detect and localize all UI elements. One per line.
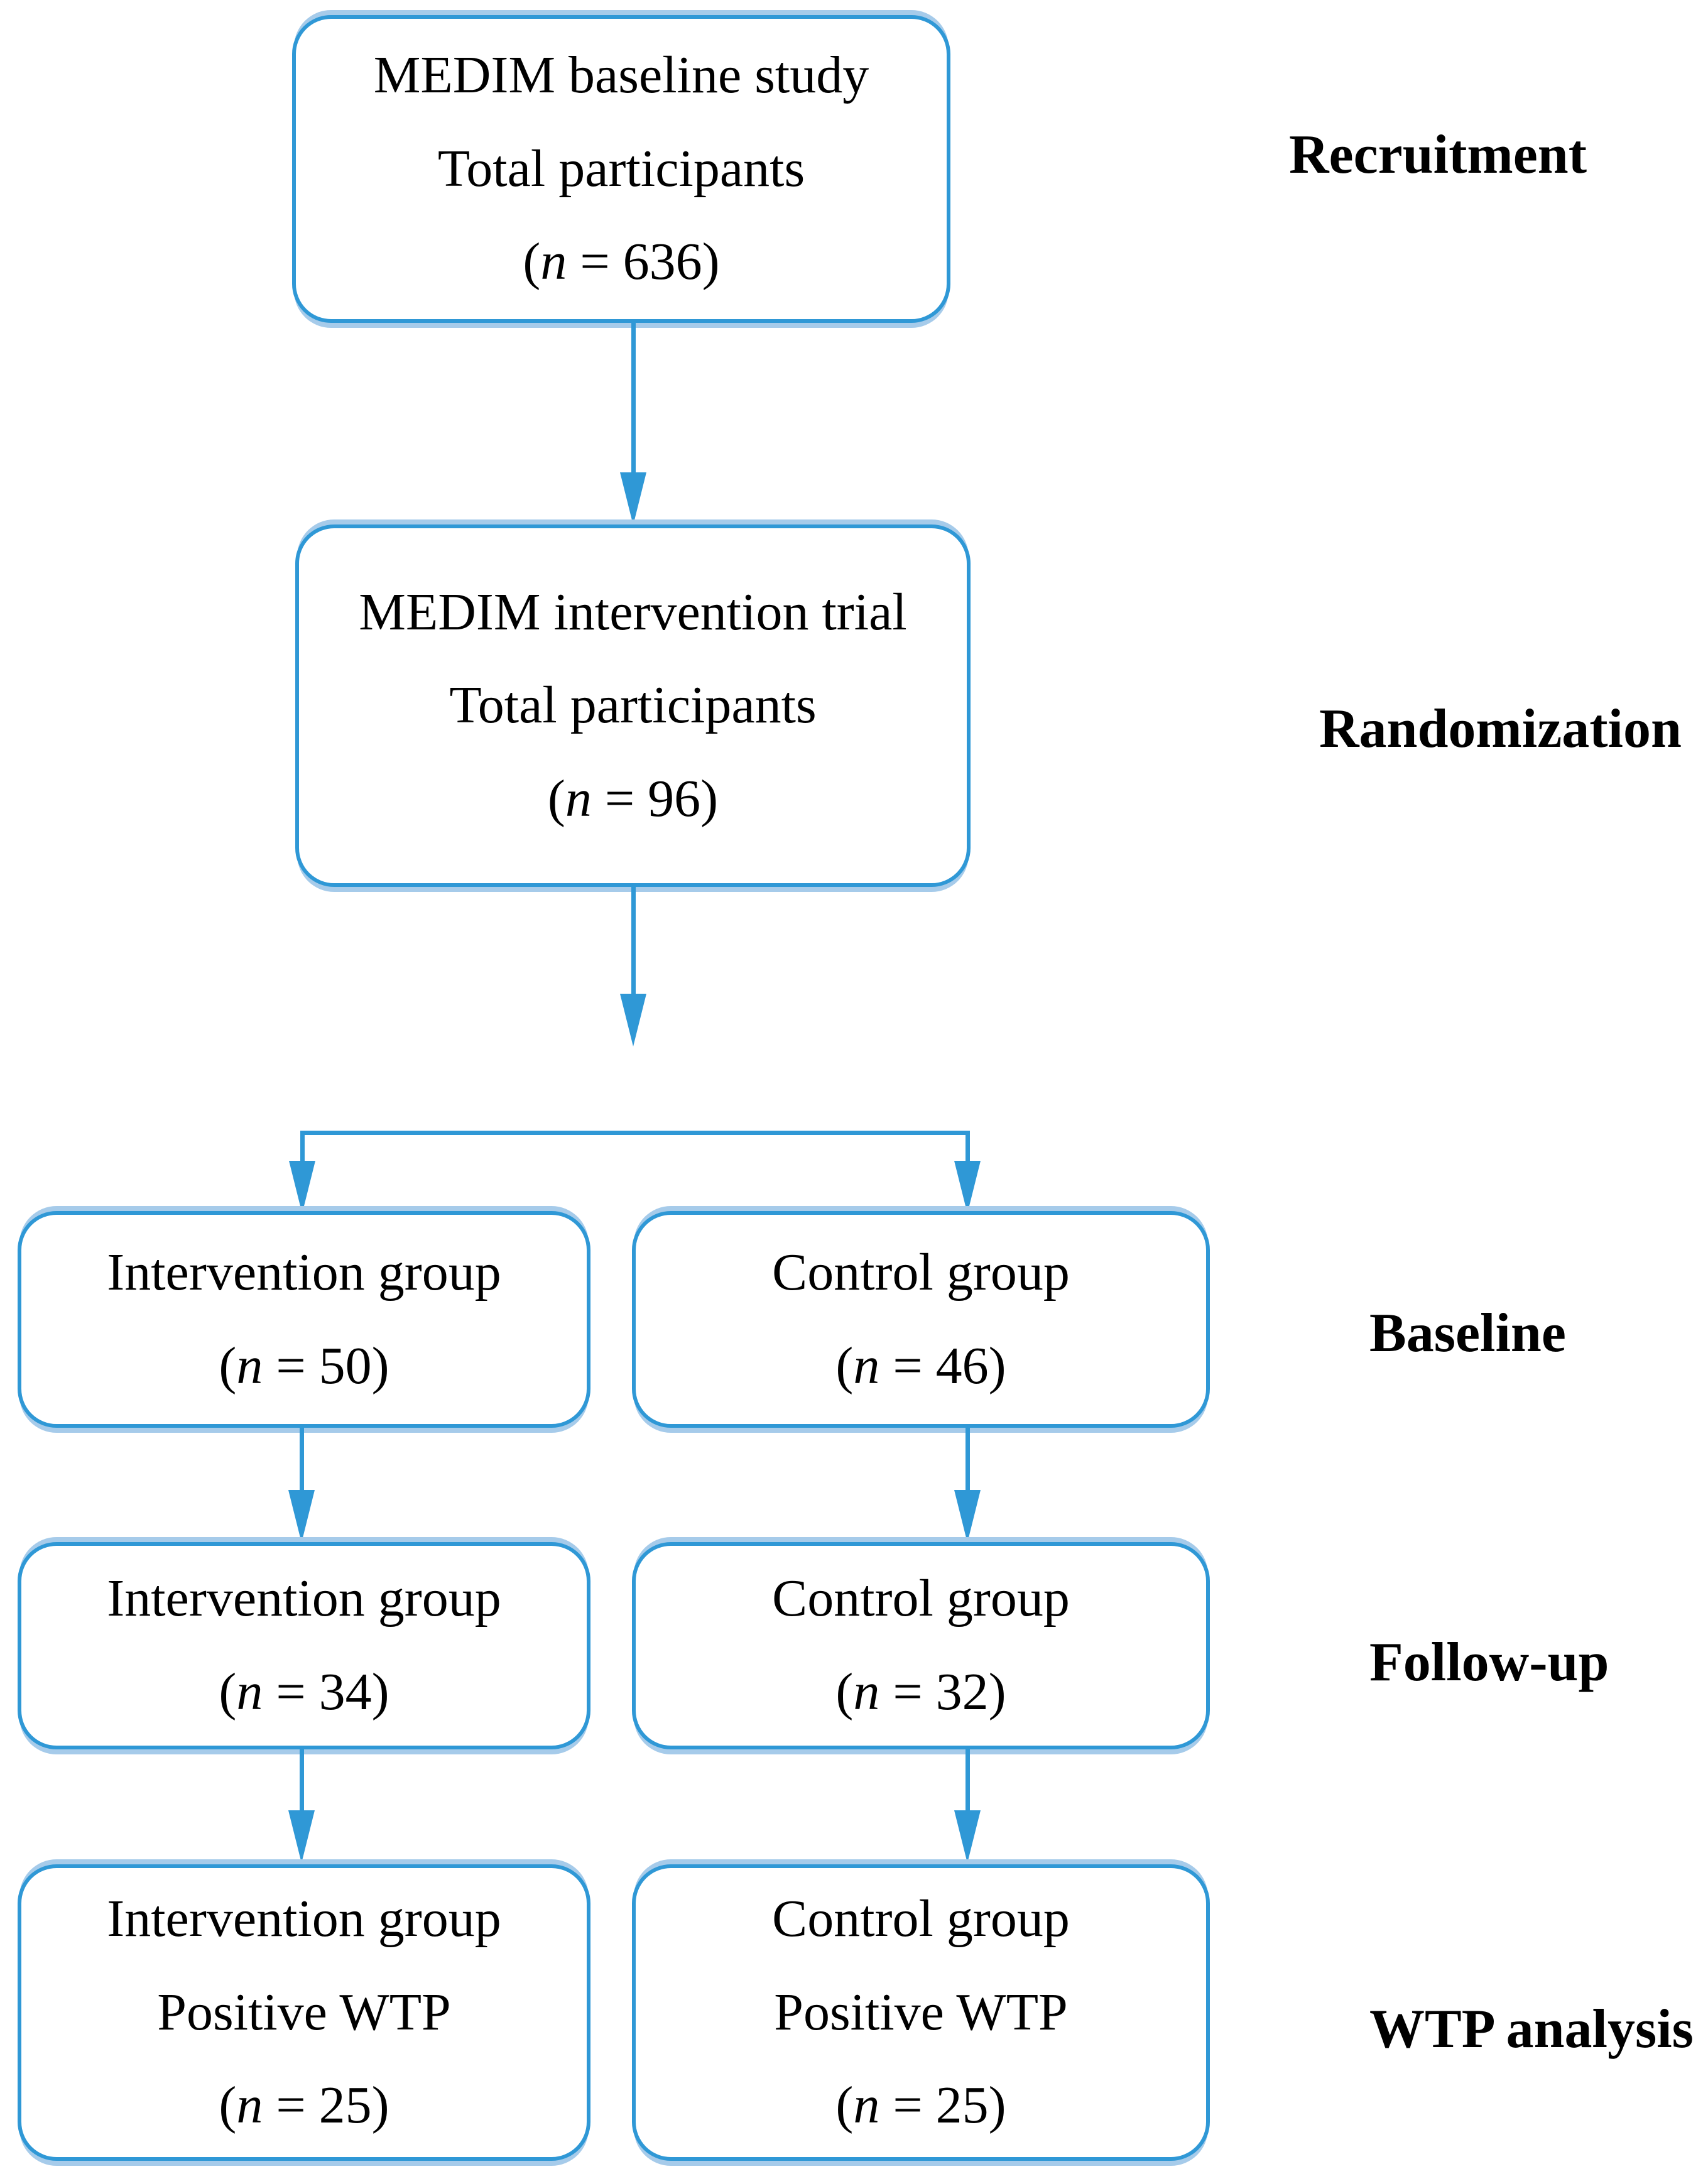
box-wtp-control-count: (n = 25) [835, 2075, 1006, 2136]
count-var: n [565, 769, 592, 828]
box-wtp-intervention-count: (n = 25) [219, 2075, 389, 2136]
box-baseline-intervention-count: (n = 50) [219, 1336, 389, 1397]
box-baseline-control-line-1: Control group [772, 1242, 1070, 1302]
count-var: n [236, 2076, 263, 2135]
arrowhead-down-icon [288, 1810, 315, 1863]
stage-label-randomization: Randomization [1319, 698, 1682, 759]
count-rest: = 46) [879, 1336, 1006, 1395]
box-baseline-control: Control group (n = 46) [632, 1211, 1210, 1428]
arrow-line [966, 1428, 970, 1498]
box-wtp-control-line-1: Control group [772, 1889, 1070, 1948]
box-recruitment-line-2: Total participants [437, 139, 805, 198]
arrowhead-down-icon [620, 472, 646, 525]
count-rest: = 34) [263, 1663, 389, 1721]
box-recruitment-line-1: MEDIM baseline study [373, 46, 869, 105]
count-open: ( [835, 1336, 854, 1395]
count-open: ( [547, 769, 565, 828]
count-var: n [853, 2076, 880, 2135]
arrowhead-down-icon [289, 1161, 315, 1214]
box-randomization-line-1: MEDIM intervention trial [359, 582, 907, 641]
count-rest: = 25) [263, 2076, 389, 2135]
stage-label-wtp: WTP analysis [1369, 1999, 1694, 2060]
box-baseline-intervention: Intervention group (n = 50) [18, 1211, 590, 1428]
split-left-drop-line [300, 1131, 305, 1165]
stage-label-baseline: Baseline [1369, 1303, 1566, 1364]
count-rest: = 636) [567, 232, 720, 291]
arrowhead-down-icon [954, 1490, 981, 1543]
box-wtp-intervention: Intervention group Positive WTP (n = 25) [18, 1864, 590, 2161]
count-var: n [236, 1336, 263, 1395]
count-var: n [853, 1663, 880, 1721]
count-var: n [236, 1663, 263, 1721]
box-randomization: MEDIM intervention trial Total participa… [295, 524, 971, 887]
box-followup-intervention: Intervention group (n = 34) [18, 1542, 590, 1749]
count-rest: = 32) [879, 1663, 1006, 1721]
box-randomization-count: (n = 96) [548, 769, 718, 830]
arrowhead-down-icon [954, 1161, 981, 1214]
box-wtp-intervention-line-2: Positive WTP [157, 1982, 451, 2041]
count-open: ( [523, 232, 541, 291]
arrow-line [300, 1428, 304, 1498]
box-recruitment-count: (n = 636) [523, 232, 719, 293]
box-followup-intervention-line-1: Intervention group [107, 1569, 501, 1628]
count-var: n [853, 1336, 880, 1395]
box-randomization-line-2: Total participants [449, 676, 817, 735]
box-wtp-intervention-line-1: Intervention group [107, 1889, 501, 1948]
count-var: n [540, 232, 567, 291]
count-rest: = 50) [263, 1336, 389, 1395]
arrowhead-down-icon [288, 1490, 315, 1543]
count-open: ( [219, 1336, 237, 1395]
split-connector-line [302, 1131, 969, 1135]
count-open: ( [835, 1663, 854, 1721]
count-open: ( [219, 1663, 237, 1721]
split-right-drop-line [966, 1131, 970, 1165]
box-wtp-control: Control group Positive WTP (n = 25) [632, 1864, 1210, 2161]
arrow-line [631, 323, 636, 474]
arrow-line [631, 887, 636, 995]
box-followup-control-line-1: Control group [772, 1569, 1070, 1628]
box-baseline-control-count: (n = 46) [835, 1336, 1006, 1397]
box-recruitment: MEDIM baseline study Total participants … [292, 15, 950, 323]
count-rest: = 96) [591, 769, 719, 828]
stage-label-followup: Follow-up [1369, 1632, 1609, 1693]
count-open: ( [219, 2076, 237, 2135]
box-followup-control: Control group (n = 32) [632, 1542, 1210, 1749]
box-followup-control-count: (n = 32) [835, 1662, 1006, 1723]
box-baseline-intervention-line-1: Intervention group [107, 1242, 501, 1302]
arrowhead-down-icon [620, 994, 646, 1046]
arrowhead-down-icon [954, 1810, 981, 1863]
arrow-line [300, 1749, 304, 1818]
box-followup-intervention-count: (n = 34) [219, 1662, 389, 1723]
stage-label-recruitment: Recruitment [1289, 124, 1587, 185]
arrow-line [966, 1749, 970, 1818]
count-open: ( [835, 2076, 854, 2135]
count-rest: = 25) [879, 2076, 1006, 2135]
box-wtp-control-line-2: Positive WTP [774, 1982, 1068, 2041]
